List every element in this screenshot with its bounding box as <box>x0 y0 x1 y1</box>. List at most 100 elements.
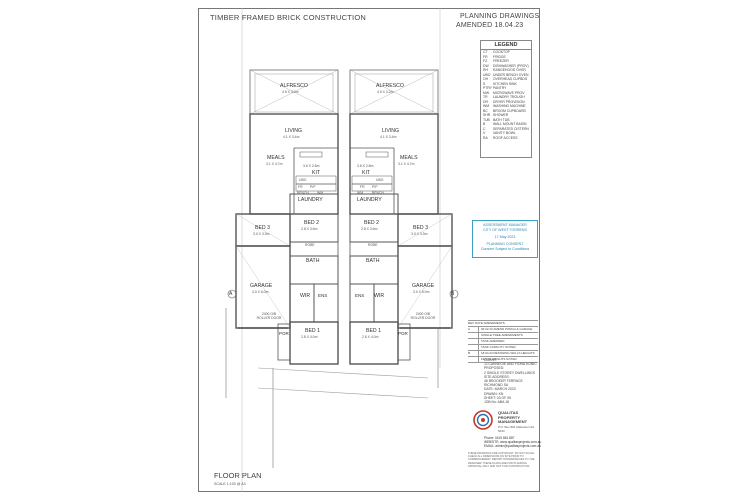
right-bed3-dim: 3.0 X 3.3m <box>411 232 428 236</box>
left-meals-label: MEALS <box>267 155 285 161</box>
revision-row: TANK CAPACITY NOTED <box>468 345 538 351</box>
legend-text: UNDER BENCH OVEN <box>493 72 529 77</box>
right-alfresco-dim: 4.5 X 3.2m <box>377 90 394 94</box>
proposed-value: 2 SINGLE STOREY DWELLINGS <box>484 370 535 375</box>
legend-text: BATH TUB <box>493 117 510 122</box>
proposed-label: PROPOSED: <box>484 366 505 371</box>
left-ubo-label: UBO <box>299 178 307 182</box>
legend-code: FZ <box>483 59 488 63</box>
legend-text: FRIDGE <box>493 54 506 59</box>
legend-code: DW <box>483 63 489 68</box>
floor-plan-title: FLOOR PLAN <box>214 471 262 480</box>
legend-text: PANTRY <box>493 86 507 90</box>
legend-text: SEPARATED CISTERN <box>493 126 529 131</box>
right-garage-dim: 3.0 X 6.0m <box>413 290 430 294</box>
revision-text: SINGLE TREE AMENDMENTS <box>481 333 523 337</box>
right-kit-label: KIT <box>362 170 371 176</box>
scale-note: SCALE 1:100 @ A3 <box>214 482 246 486</box>
construction-title: TIMBER FRAMED BRICK CONSTRUCTION <box>210 13 366 22</box>
right-ens-label: ENS <box>355 293 365 298</box>
legend-text: BROOM CUPBOARD <box>493 108 526 113</box>
left-ens-label: ENS <box>318 293 328 298</box>
grid-marker-b: B <box>451 291 455 297</box>
left-living-dim: 4.1 X 3.4m <box>283 135 300 139</box>
legend-text: DISHWASHER (PROV) <box>493 63 529 68</box>
company-name: QUALITAS PROPERTY MANAGEMENT <box>498 410 528 425</box>
company-phone: Phone: 0419 861 887 <box>484 436 515 440</box>
stamp-line1: ASSESSMENT MANAGER <box>483 223 527 227</box>
legend-text: SHOWER <box>493 113 509 117</box>
company-address: P.O. Box 891 Marleston SA 5033 <box>498 425 535 433</box>
legend-text: COOKTOP <box>493 50 510 54</box>
stamp-line5: Consent Subject to Conditions <box>480 247 530 251</box>
right-wir-label: WIR <box>374 293 385 299</box>
revision-row: FENCE HEIGHTS NOTED <box>468 357 538 363</box>
client-label: CLIENT: <box>484 358 497 362</box>
left-bed1-label: BED 1 <box>305 328 320 334</box>
right-fr-label: FR <box>360 185 365 189</box>
planning-title: PLANNING DRAWINGS <box>460 13 540 20</box>
left-bed1-dim: 2.8 X 4.0m <box>301 335 318 339</box>
right-bed1-label: BED 1 <box>366 328 381 334</box>
title-block: CLIENT: JJ CARNEGIE AND FIONA KONIC PROP… <box>484 358 538 404</box>
revision-row: SINGLE TREE AMENDMENTS <box>468 333 538 339</box>
right-robe-label: ROBE <box>368 243 378 247</box>
left-alfresco-label: ALFRESCO <box>280 83 308 89</box>
revision-code: A <box>468 327 479 332</box>
right-bath-label: BATH <box>366 258 380 264</box>
left-bed2-label: BED 2 <box>304 220 319 226</box>
legend-code: WM <box>483 104 490 108</box>
left-bench-label: BENCH <box>297 191 309 195</box>
stamp-line4: PLANNING CONSENT <box>486 242 524 246</box>
right-meals-label: MEALS <box>400 155 418 161</box>
right-wm-label: WM <box>357 191 364 195</box>
legend-code: FR <box>483 54 488 59</box>
general-notes: THESE DRAWINGS ARE COPYRIGHT. DO NOT SCA… <box>468 452 535 468</box>
right-porch-label: POR <box>398 331 408 336</box>
left-garage-label: GARAGE <box>250 283 273 289</box>
legend-title: LEGEND <box>481 41 531 50</box>
legend-text: VANITY BOWL <box>493 131 516 135</box>
left-laundry-label: LAUNDRY <box>298 197 323 203</box>
right-meals-dim: 3.1 X 4.7m <box>398 162 415 166</box>
legend-text: WALL MOUNT BASIN <box>493 122 527 126</box>
legend-code: UBO <box>483 72 491 77</box>
left-wm-label: WM <box>317 191 324 195</box>
legend-code: RA <box>483 135 488 140</box>
left-wir-label: WIR <box>300 293 311 299</box>
legend-code: OH <box>483 77 489 81</box>
legend-code: MW <box>483 90 490 95</box>
legend-text: DRYER PROVISION <box>493 99 525 104</box>
revision-text: TANK AMENDED <box>481 339 505 343</box>
revision-code <box>468 357 479 362</box>
address-label: SITE ADDRESS: <box>484 374 510 379</box>
revision-code: B <box>468 351 479 356</box>
company-email[interactable]: EMAIL: admin@qualitasprojects.com.au <box>484 444 541 448</box>
right-living-dim: 4.1 X 3.4m <box>380 135 397 139</box>
legend-code: RH <box>483 68 488 72</box>
legend-text: OVERHEAD CUPBDS <box>493 77 528 81</box>
date-value: DATE: MARCH 2023 <box>484 387 516 392</box>
right-ubo-label: UBO <box>376 178 384 182</box>
left-garage-dim: 3.0 X 6.0m <box>252 290 269 294</box>
company-website[interactable]: WEBSITE: www.qualitasprojects.com.au <box>484 440 542 444</box>
stamp-line2: CITY OF WEST TORRENS <box>483 228 527 232</box>
revision-code <box>468 339 479 344</box>
left-bed3-label: BED 3 <box>255 225 270 231</box>
legend-code: CT <box>483 50 488 54</box>
revision-code <box>468 345 479 350</box>
revision-text: 06.02.23 AMEND PORCH & GARAGE <box>481 327 533 331</box>
client-value: JJ CARNEGIE AND FIONA KONIC <box>484 362 537 367</box>
left-robe-label: ROBE <box>305 243 315 247</box>
legend-item: DW DISHWASHER (PROV) <box>481 64 531 69</box>
revision-text: FENCE HEIGHTS NOTED <box>481 357 517 361</box>
